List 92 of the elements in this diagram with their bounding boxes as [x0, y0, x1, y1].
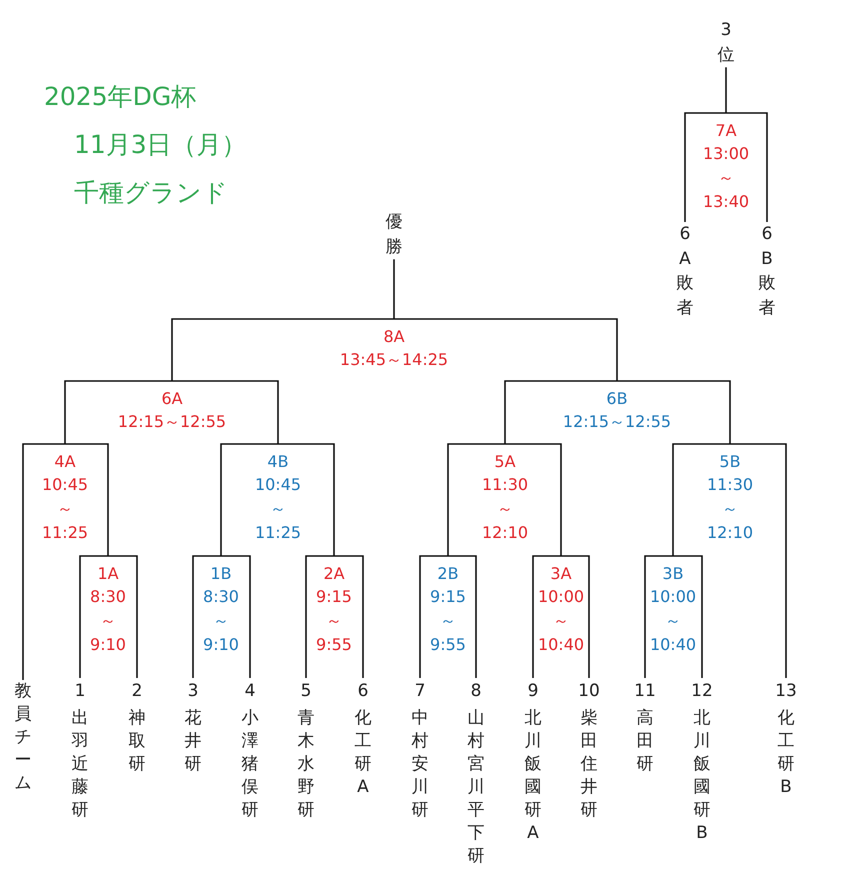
tournament-title: 2025年DG杯 — [44, 81, 196, 113]
bracket-line — [64, 380, 172, 444]
match-time: 12:15～12:55 — [118, 411, 226, 434]
team-name: 教員チーム — [14, 680, 32, 795]
team-name: 北川飯國研A — [524, 706, 542, 845]
team-name: 中村安川研 — [412, 706, 428, 822]
team-name: 青木水野研 — [298, 706, 314, 822]
event-info: 11月3日（月） — [74, 129, 247, 161]
bracket-line — [561, 555, 590, 678]
team-number: 5 — [300, 680, 312, 703]
bracket-line — [684, 112, 726, 222]
bracket-line — [221, 555, 251, 678]
bracket-line — [447, 443, 505, 556]
match-time: 9:15 ～ 9:55 — [430, 586, 466, 656]
team-name: 高田研 — [636, 706, 654, 776]
bracket-line — [505, 443, 562, 556]
bracket-line — [393, 259, 395, 319]
team-number: 3 — [188, 680, 198, 703]
match-code: 1A — [96, 563, 120, 585]
match-time: 8:30 ～ 9:10 — [203, 586, 239, 656]
bracket-line — [504, 380, 617, 444]
bracket-line — [334, 555, 364, 678]
bracket-line — [65, 443, 109, 556]
match-time: 8:30 ～ 9:10 — [90, 586, 126, 656]
match-time: 11:30 ～ 12:10 — [482, 474, 528, 544]
team-name: 化工研A — [354, 706, 372, 799]
match-code: 1B — [209, 563, 233, 585]
team-name: 北川飯國研B — [694, 706, 710, 845]
team-name: 花井研 — [184, 706, 202, 776]
match-code: 4A — [53, 451, 77, 473]
match-code: 5A — [493, 451, 517, 473]
bracket-line — [192, 555, 221, 678]
bracket-line — [79, 555, 108, 678]
team-name: 小澤猪俣研 — [242, 706, 258, 822]
bracket-line — [725, 67, 727, 113]
bracket-line — [730, 443, 787, 678]
match-time: 10:45 ～ 11:25 — [254, 474, 302, 544]
team-number: 7 — [414, 680, 426, 703]
bracket-line — [419, 555, 448, 678]
bracket-label: 6B敗者 — [758, 222, 776, 321]
bracket-line — [22, 443, 65, 680]
match-code: 3B — [661, 563, 685, 585]
match-time: 13:45～14:25 — [340, 349, 448, 372]
match-code: 6A — [160, 388, 184, 410]
match-code: 5B — [718, 451, 742, 473]
match-code: 6B — [605, 388, 629, 410]
team-name: 神取研 — [128, 706, 146, 776]
bracket-line — [448, 555, 477, 678]
bracket-line — [644, 555, 673, 678]
match-code: 2B — [436, 563, 460, 585]
bracket-line — [278, 443, 335, 556]
bracket-line — [394, 318, 618, 381]
bracket-line — [532, 555, 561, 678]
bracket-line — [726, 112, 768, 222]
team-number: 11 — [634, 680, 656, 703]
bracket-line — [171, 318, 394, 381]
match-code: 7A — [714, 120, 738, 142]
match-code: 2A — [322, 563, 346, 585]
team-number: 2 — [132, 680, 142, 703]
match-time: 10:45 ～ 11:25 — [42, 474, 88, 544]
bracket-label: 優勝 — [386, 210, 402, 260]
match-time: 10:00 ～ 10:40 — [538, 586, 584, 656]
team-number: 1 — [74, 680, 86, 703]
bracket-line — [108, 555, 138, 678]
match-time: 13:00 ～ 13:40 — [702, 143, 750, 214]
team-number: 6 — [358, 680, 368, 703]
bracket-line — [220, 443, 278, 556]
match-time: 10:00 ～ 10:40 — [650, 586, 696, 656]
match-code: 4B — [266, 451, 290, 473]
team-number: 4 — [244, 680, 256, 703]
bracket-line — [673, 555, 703, 678]
team-number: 12 — [691, 680, 713, 703]
bracket-line — [172, 380, 279, 444]
match-time: 12:15～12:55 — [562, 411, 672, 434]
bracket-label: 3位 — [718, 18, 734, 68]
bracket-line — [617, 380, 731, 444]
bracket-line — [305, 555, 334, 678]
team-number: 13 — [775, 680, 797, 703]
team-name: 化工研B — [778, 706, 794, 799]
match-time: 11:30 ～ 12:10 — [706, 474, 754, 544]
bracket-label: 6A敗者 — [676, 222, 694, 321]
team-name: 出羽近藤研 — [72, 706, 88, 822]
match-code: 3A — [549, 563, 573, 585]
bracket-line — [672, 443, 730, 556]
team-number: 9 — [528, 680, 538, 703]
match-time: 9:15 ～ 9:55 — [316, 586, 352, 656]
team-name: 山村宮川平下研 — [468, 706, 484, 868]
team-name: 柴田住井研 — [580, 706, 598, 822]
match-code: 8A — [382, 326, 406, 348]
event-info: 千種グランド — [74, 177, 228, 209]
team-number: 8 — [470, 680, 482, 703]
team-number: 10 — [578, 680, 600, 703]
